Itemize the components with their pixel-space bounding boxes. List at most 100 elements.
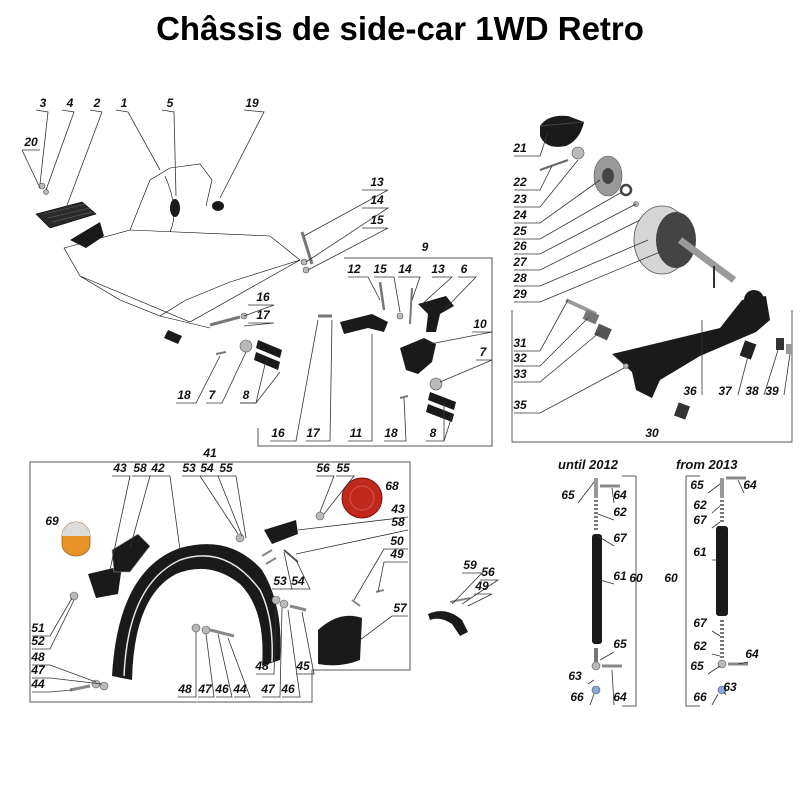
part-label-l45: 45 <box>295 659 310 673</box>
part-label-l64a: 64 <box>613 488 627 502</box>
part-label-l55a: 55 <box>219 461 233 475</box>
part-label-l60a: 60 <box>629 571 643 585</box>
part-label-l65c: 65 <box>690 478 704 492</box>
group-30-box <box>511 310 793 443</box>
part-label-l38: 38 <box>745 384 759 398</box>
part-label-l47a: 47 <box>30 663 46 677</box>
part-label-l44a: 44 <box>30 677 45 691</box>
part-label-l67c: 67 <box>693 616 708 630</box>
swing-arm-group <box>565 290 792 420</box>
part-label-l61b: 61 <box>693 545 707 559</box>
part-label-l22: 22 <box>512 175 527 189</box>
part-label-l29: 29 <box>512 287 527 301</box>
group-9-box <box>257 257 493 447</box>
group-41-box <box>29 461 411 703</box>
part-label-l57: 57 <box>393 601 408 615</box>
part-label-l15b: 15 <box>373 262 387 276</box>
bolt-13-14-15 <box>300 231 314 274</box>
shock-absorber-from-2013 <box>716 476 748 695</box>
part-label-l17a: 17 <box>256 308 271 322</box>
group-60-until-bracket <box>622 475 637 707</box>
part-label-l31: 31 <box>513 336 527 350</box>
part-label-l52: 52 <box>31 634 45 648</box>
part-label-l49a: 49 <box>389 547 404 561</box>
part-label-l48a: 48 <box>30 650 45 664</box>
part-label-l23: 23 <box>512 192 527 206</box>
part-label-l43b: 43 <box>390 502 405 516</box>
part-label-l10: 10 <box>473 317 487 331</box>
part-label-l12: 12 <box>347 262 361 276</box>
sidecar-frame <box>63 163 301 344</box>
part-label-l46a: 46 <box>214 682 229 696</box>
part-label-l48c: 48 <box>177 682 192 696</box>
group-9-parts <box>318 281 456 422</box>
part-label-l1: 1 <box>121 96 128 110</box>
part-label-l20: 20 <box>23 135 38 149</box>
part-label-l42: 42 <box>150 461 165 475</box>
part-label-l16a: 16 <box>256 290 270 304</box>
part-label-l44b: 44 <box>232 682 247 696</box>
part-label-l65a: 65 <box>561 488 575 502</box>
part-label-l39: 39 <box>765 384 779 398</box>
part-label-l25: 25 <box>512 224 527 238</box>
part-label-l62b: 62 <box>693 498 707 512</box>
part-label-l48b: 48 <box>254 659 269 673</box>
part-label-l60b: 60 <box>664 571 678 585</box>
part-label-l49b: 49 <box>474 579 489 593</box>
part-label-l16b: 16 <box>271 426 285 440</box>
part-label-l59: 59 <box>463 558 477 572</box>
bolt-16-17 <box>209 312 248 327</box>
part-label-l15a: 15 <box>370 213 384 227</box>
footrest-pad-2 <box>35 201 97 229</box>
part-label-l13a: 13 <box>370 175 384 189</box>
part-label-l30: 30 <box>645 426 659 440</box>
part-label-l50: 50 <box>390 534 404 548</box>
wheel-hub-group <box>539 115 737 288</box>
part-label-l9: 9 <box>422 240 429 254</box>
caption-from-2013: from 2013 <box>676 457 738 472</box>
part-label-l5: 5 <box>167 96 174 110</box>
part-label-l53a: 53 <box>182 461 196 475</box>
part-label-l41: 41 <box>202 446 217 460</box>
part-label-l62c: 62 <box>693 639 707 653</box>
part-label-l11: 11 <box>350 426 363 440</box>
caption-until-2012: until 2012 <box>558 457 619 472</box>
clip-3-4 <box>38 182 49 195</box>
part-label-l27: 27 <box>512 255 528 269</box>
page-title: Châssis de side-car 1WD Retro <box>156 10 644 47</box>
part-label-l64d: 64 <box>745 647 759 661</box>
part-label-l61a: 61 <box>613 569 627 583</box>
part-label-l66a: 66 <box>570 690 584 704</box>
part-label-l36: 36 <box>683 384 697 398</box>
part-label-l7b: 7 <box>209 388 217 402</box>
part-label-l21: 21 <box>512 141 527 155</box>
leader-lines <box>21 109 791 706</box>
part-label-l62a: 62 <box>613 505 627 519</box>
part-label-l13b: 13 <box>431 262 445 276</box>
part-label-l14b: 14 <box>398 262 412 276</box>
part-label-l64b: 64 <box>613 690 627 704</box>
part-label-l51: 51 <box>31 621 45 635</box>
part-label-l66b: 66 <box>693 690 707 704</box>
part-label-l69: 69 <box>45 514 59 528</box>
part-label-l63b: 63 <box>723 680 737 694</box>
group-60-from-bracket <box>685 475 700 707</box>
part-label-l63a: 63 <box>568 669 582 683</box>
part-label-l4: 4 <box>66 96 74 110</box>
part-label-l58a: 58 <box>133 461 147 475</box>
part-label-l24: 24 <box>512 208 527 222</box>
part-label-l67a: 67 <box>613 531 628 545</box>
part-label-l18a: 18 <box>177 388 191 402</box>
part-label-l32: 32 <box>513 351 527 365</box>
shock-absorber-until-2012 <box>591 478 622 695</box>
part-label-l14a: 14 <box>370 193 384 207</box>
part-label-l64c: 64 <box>743 478 757 492</box>
part-label-l35: 35 <box>513 398 527 412</box>
part-label-l17b: 17 <box>306 426 321 440</box>
part-label-l3: 3 <box>40 96 47 110</box>
part-label-l6: 6 <box>461 262 468 276</box>
part-label-l8b: 8 <box>430 426 437 440</box>
part-label-l7a: 7 <box>480 345 488 359</box>
part-label-l53b: 53 <box>273 574 287 588</box>
